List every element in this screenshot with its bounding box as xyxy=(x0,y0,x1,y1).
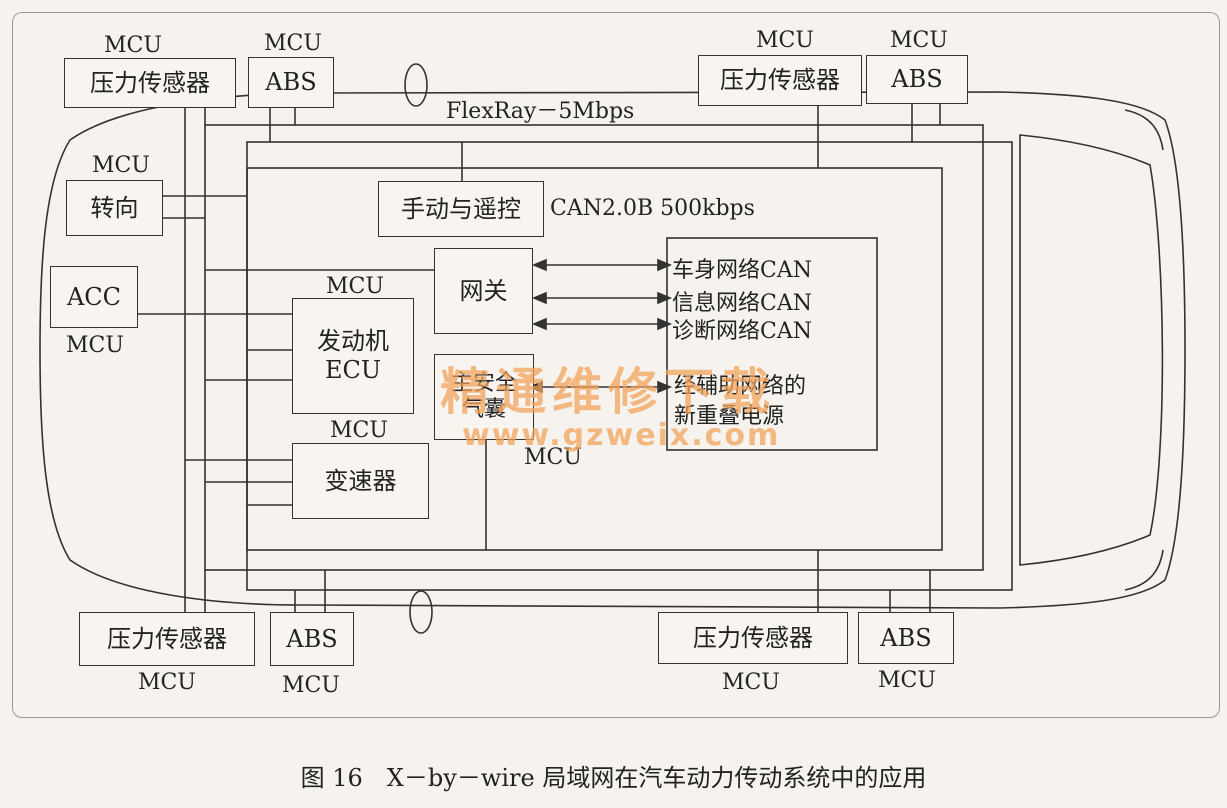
car-inner-line xyxy=(1124,109,1164,591)
can-bus xyxy=(246,167,943,551)
mcu-label-airbag: MCU xyxy=(524,445,582,470)
mcu-label-br-pressure: MCU xyxy=(722,670,780,695)
can-network-diagnostic: 诊断网络CAN xyxy=(672,319,812,344)
mcu-label-engine: MCU xyxy=(326,274,384,299)
mcu-label-bl-abs: MCU xyxy=(282,673,340,698)
pressure-sensor-top-left: 压力传感器 xyxy=(64,58,236,108)
flexray-label: FlexRay－5Mbps xyxy=(446,99,635,124)
steering-module: 转向 xyxy=(66,180,163,236)
can-network-body: 车身网络CAN xyxy=(672,258,812,283)
mcu-label-tr-abs: MCU xyxy=(890,28,948,53)
abs-bottom-right: ABS xyxy=(858,612,954,664)
car-window xyxy=(1019,134,1164,566)
wheel-top xyxy=(404,63,428,107)
gateway-module: 网关 xyxy=(434,248,533,334)
abs-top-right: ABS xyxy=(866,55,968,104)
watermark-text: 精通维修下载 xyxy=(440,362,776,421)
pressure-sensor-bottom-left: 压力传感器 xyxy=(79,612,255,666)
mcu-label-transmission: MCU xyxy=(330,418,388,443)
mcu-label-tl-pressure: MCU xyxy=(104,33,162,58)
manual-remote-module: 手动与遥控 xyxy=(378,181,544,237)
pressure-sensor-bottom-right: 压力传感器 xyxy=(658,612,848,664)
engine-ecu-module: 发动机 ECU xyxy=(292,298,414,414)
engine-ecu-label: 发动机 ECU xyxy=(317,327,389,384)
car-body-outline xyxy=(39,91,1186,609)
mcu-label-acc: MCU xyxy=(66,333,124,358)
mcu-label-br-abs: MCU xyxy=(878,668,936,693)
mcu-label-steering: MCU xyxy=(92,153,150,178)
can-network-info: 信息网络CAN xyxy=(672,291,812,316)
figure-caption: 图 16 X－by－wire 局域网在汽车动力传动系统中的应用 xyxy=(300,764,927,792)
power-note: 经辅助网络的 新重叠电源 xyxy=(674,374,807,429)
diagram-frame xyxy=(12,12,1220,718)
wheel-bottom xyxy=(409,590,433,634)
can-networks-box xyxy=(666,237,878,451)
flexray-bus xyxy=(204,124,984,571)
abs-bottom-left: ABS xyxy=(270,612,354,666)
mcu-label-tl-abs: MCU xyxy=(264,31,322,56)
watermark-url: www.gzweix.com xyxy=(462,418,781,453)
transmission-module: 变速器 xyxy=(292,443,429,519)
mcu-label-bl-pressure: MCU xyxy=(138,670,196,695)
abs-top-left: ABS xyxy=(248,57,334,108)
mcu-label-tr-pressure: MCU xyxy=(756,28,814,53)
airbag-module: 主安全 气囊 xyxy=(434,354,534,440)
acc-module: ACC xyxy=(50,266,138,328)
can-bus-label: CAN2.0B 500kbps xyxy=(550,196,755,221)
pressure-sensor-top-right: 压力传感器 xyxy=(698,55,862,106)
airbag-label: 主安全 气囊 xyxy=(450,370,517,422)
